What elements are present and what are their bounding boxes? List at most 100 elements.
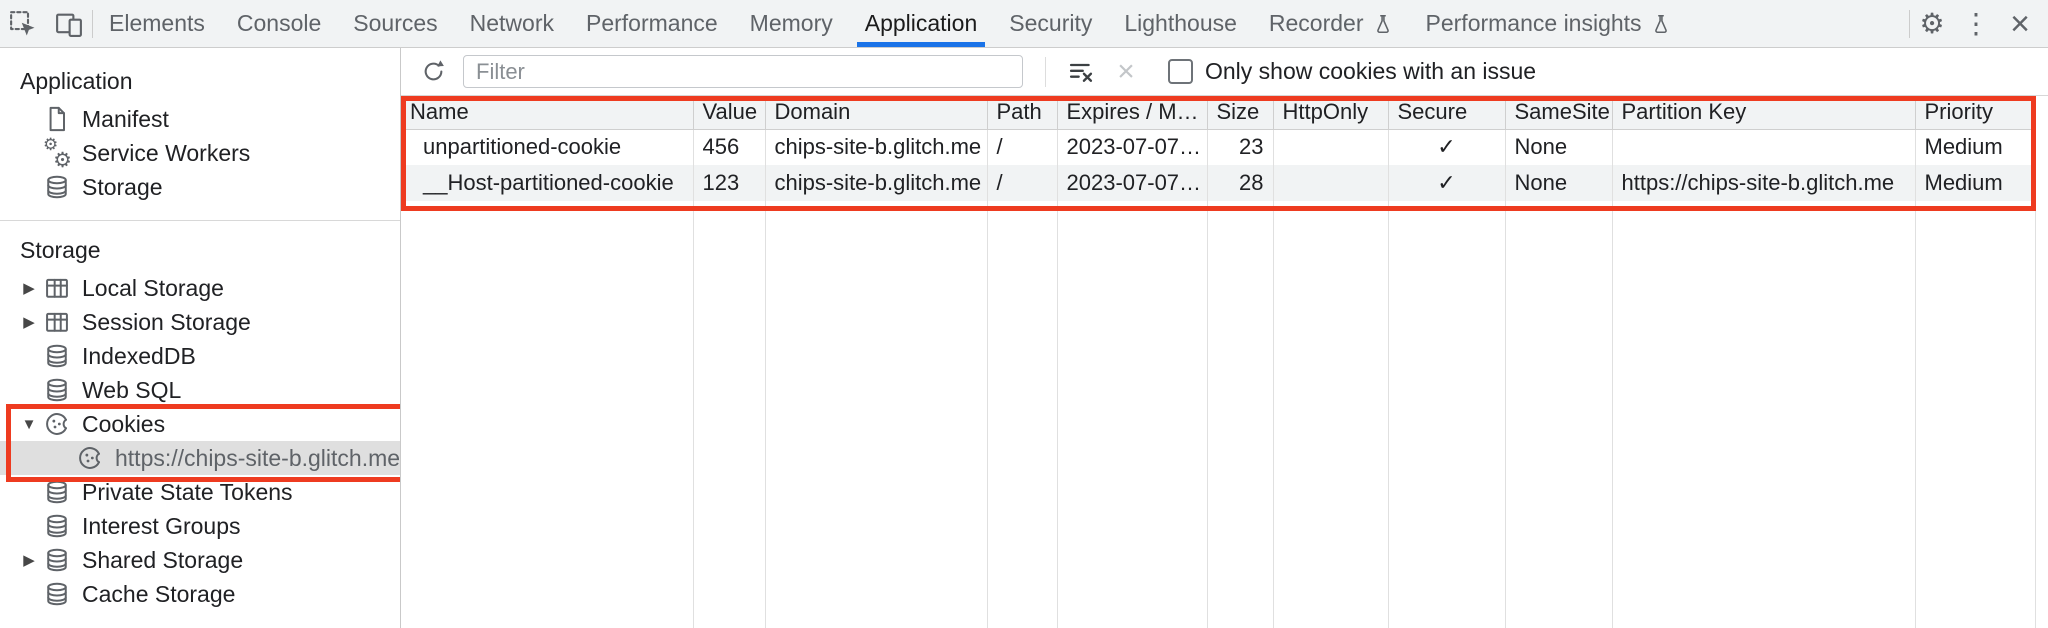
tab-performance-insights[interactable]: Performance insights	[1410, 0, 1688, 47]
tab-performance[interactable]: Performance	[570, 0, 734, 47]
inspect-element-button[interactable]	[0, 0, 46, 47]
sidebar-item-label: Service Workers	[82, 139, 251, 166]
cookies-view: × Only show cookies with an issue Name V…	[401, 48, 2048, 628]
toolbar-divider	[1045, 56, 1046, 87]
sidebar-item-interest-groups[interactable]: Interest Groups	[0, 509, 400, 543]
cell-httponly	[1273, 165, 1389, 201]
sidebar-item-manifest[interactable]: Manifest	[0, 102, 400, 136]
only-show-issue-checkbox[interactable]	[1168, 59, 1193, 84]
sidebar-item-indexeddb[interactable]: IndexedDB	[0, 339, 400, 373]
document-icon	[42, 104, 72, 134]
cell-samesite: None	[1505, 165, 1613, 201]
cookie-icon	[42, 409, 72, 439]
column-header-path[interactable]: Path	[987, 96, 1058, 130]
cell-name: __Host-partitioned-cookie	[401, 165, 694, 201]
only-show-issue-label: Only show cookies with an issue	[1205, 58, 1537, 84]
tab-label: Console	[236, 10, 322, 36]
cookie-row-unpartitioned[interactable]: unpartitioned-cookie 456 chips-site-b.gl…	[401, 129, 2036, 165]
cookie-row-host-partitioned[interactable]: __Host-partitioned-cookie 123 chips-site…	[401, 165, 2036, 201]
refresh-icon	[424, 60, 444, 81]
settings-gear-icon[interactable]: ⚙	[1919, 7, 1945, 39]
sidebar-item-shared-storage[interactable]: ▶ Shared Storage	[0, 543, 400, 577]
tab-security[interactable]: Security	[993, 0, 1108, 47]
cell-path: /	[987, 129, 1058, 165]
sidebar-item-label: Cache Storage	[82, 580, 236, 607]
tab-console[interactable]: Console	[221, 0, 337, 47]
sidebar-item-label: Web SQL	[82, 376, 182, 403]
column-header-samesite[interactable]: SameSite	[1505, 96, 1613, 130]
tab-label: Recorder	[1268, 10, 1364, 36]
cell-size: 28	[1207, 165, 1274, 201]
database-icon	[42, 545, 72, 575]
database-icon	[42, 477, 72, 507]
device-toolbar-button[interactable]	[46, 0, 92, 47]
cell-httponly	[1273, 129, 1389, 165]
filter-input[interactable]	[463, 55, 1023, 88]
cell-value: 456	[693, 129, 766, 165]
sidebar-item-private-state-tokens[interactable]: Private State Tokens	[0, 475, 400, 509]
tab-network[interactable]: Network	[454, 0, 570, 47]
tab-memory[interactable]: Memory	[734, 0, 849, 47]
tab-elements[interactable]: Elements	[93, 0, 221, 47]
column-header-priority[interactable]: Priority	[1915, 96, 2036, 130]
column-header-partition-key[interactable]: Partition Key	[1612, 96, 1916, 130]
tabbar-right-controls: ⚙ ⋮ ×	[1909, 0, 2048, 47]
column-header-name[interactable]: Name	[401, 96, 694, 130]
sidebar-item-label: Manifest	[82, 105, 169, 132]
cell-samesite: None	[1505, 129, 1613, 165]
sidebar-item-storage[interactable]: Storage	[0, 170, 400, 204]
cookies-toolbar: × Only show cookies with an issue	[401, 48, 2048, 96]
cookies-table-wrap: Name Value Domain Path Expires / M… Size…	[401, 96, 2048, 628]
refresh-button[interactable]	[413, 52, 453, 92]
sidebar-section-title-application: Application	[20, 68, 133, 94]
expand-collapsed-icon[interactable]: ▶	[23, 314, 35, 331]
expand-expanded-icon[interactable]: ▼	[21, 415, 37, 433]
sidebar-item-service-workers[interactable]: ⚙⚙ Service Workers	[0, 135, 400, 172]
device-toolbar-icon	[56, 13, 82, 37]
column-header-value[interactable]: Value	[693, 96, 766, 130]
sidebar-item-session-storage[interactable]: ▶ Session Storage	[0, 305, 400, 339]
sidebar-item-label: Shared Storage	[82, 546, 244, 573]
application-sidebar: Application Manifest ⚙⚙ Service Workers …	[0, 48, 401, 628]
sidebar-item-label: https://chips-site-b.glitch.me	[115, 444, 401, 471]
sidebar-item-cookie-origin[interactable]: https://chips-site-b.glitch.me	[0, 441, 400, 475]
application-panel: Application Manifest ⚙⚙ Service Workers …	[0, 48, 2048, 628]
tab-lighthouse[interactable]: Lighthouse	[1108, 0, 1253, 47]
column-header-domain[interactable]: Domain	[765, 96, 988, 130]
sidebar-item-label: Cookies	[82, 410, 166, 437]
tab-sources[interactable]: Sources	[337, 0, 453, 47]
cell-priority: Medium	[1915, 165, 2036, 201]
close-devtools-icon[interactable]: ×	[2010, 4, 2030, 43]
cell-domain: chips-site-b.glitch.me	[765, 129, 988, 165]
clear-filter-button[interactable]	[1062, 53, 1100, 91]
column-header-secure[interactable]: Secure	[1388, 96, 1506, 130]
sidebar-item-label: Storage	[82, 173, 163, 200]
sidebar-item-cookies[interactable]: ▼ Cookies	[0, 407, 400, 441]
kebab-menu-icon[interactable]: ⋮	[1962, 7, 1990, 39]
database-icon	[42, 375, 72, 405]
tab-label: Security	[1009, 10, 1093, 36]
expand-collapsed-icon[interactable]: ▶	[23, 552, 35, 569]
tab-label: Elements	[109, 10, 205, 36]
sidebar-item-cache-storage[interactable]: Cache Storage	[0, 577, 400, 611]
experiment-flask-icon	[1654, 14, 1667, 33]
cell-value: 123	[693, 165, 766, 201]
database-icon	[42, 511, 72, 541]
sidebar-item-web-sql[interactable]: Web SQL	[0, 373, 400, 407]
tab-recorder[interactable]: Recorder	[1253, 0, 1410, 47]
cell-priority: Medium	[1915, 129, 2036, 165]
expand-collapsed-icon[interactable]: ▶	[23, 280, 35, 297]
tab-label: Performance	[586, 10, 718, 36]
clear-filter-icon	[1069, 63, 1093, 82]
column-header-expires[interactable]: Expires / M…	[1057, 96, 1208, 130]
cell-partition-key: https://chips-site-b.glitch.me	[1612, 165, 1916, 201]
column-header-size[interactable]: Size	[1207, 96, 1274, 130]
cell-path: /	[987, 165, 1058, 201]
sidebar-section-title-storage: Storage	[20, 237, 101, 263]
cell-secure-checkmark: ✓	[1388, 165, 1506, 201]
tab-application[interactable]: Application	[849, 0, 994, 47]
devtools-tabbar: Elements Console Sources Network Perform…	[0, 0, 2048, 48]
delete-selected-icon[interactable]: ×	[1117, 54, 1135, 88]
sidebar-item-local-storage[interactable]: ▶ Local Storage	[0, 271, 400, 305]
column-header-httponly[interactable]: HttpOnly	[1273, 96, 1389, 130]
